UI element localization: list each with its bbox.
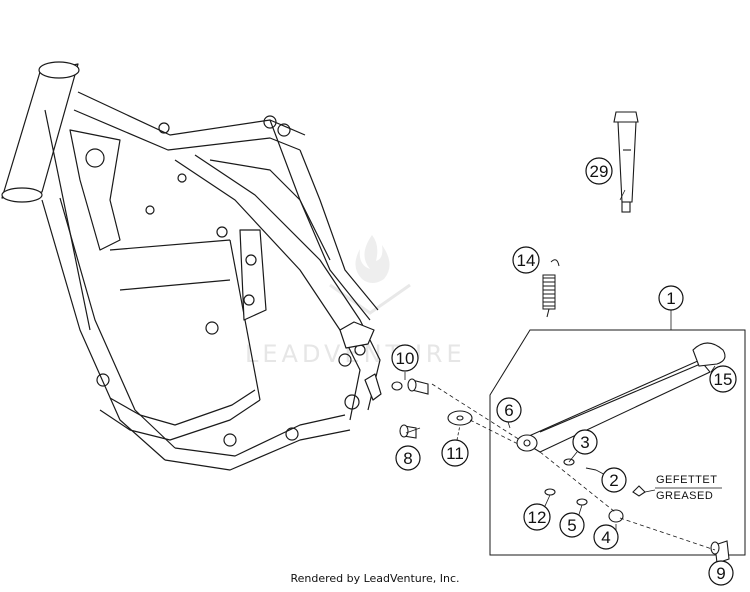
- callout-29: 29: [585, 157, 613, 185]
- note-line-1: GEFETTET: [656, 474, 717, 486]
- callout-5: 5: [559, 512, 585, 538]
- callout-label: 3: [580, 433, 589, 452]
- grease-note: GEFETTET GREASED: [655, 474, 722, 502]
- callout-label: 29: [590, 162, 609, 181]
- callout-label: 8: [403, 449, 412, 468]
- callout-11: 11: [441, 439, 469, 467]
- callout-label: 1: [666, 289, 675, 308]
- mount-parts: [391, 378, 473, 439]
- callout-label: 2: [609, 471, 618, 490]
- callout-1: 1: [658, 285, 684, 311]
- callout-8: 8: [395, 445, 421, 471]
- callout-label: 11: [446, 444, 464, 463]
- callout-label: 4: [601, 528, 610, 547]
- footer-credit: Rendered by LeadVenture, Inc.: [290, 572, 459, 585]
- callout-4: 4: [593, 524, 619, 550]
- spring-part: [542, 259, 560, 318]
- tool-part: [613, 111, 639, 213]
- callout-label: 14: [517, 251, 536, 270]
- frame: [1, 61, 382, 471]
- watermark-logo: [329, 235, 411, 315]
- side-stand: [516, 342, 730, 564]
- callout-2: 2: [601, 467, 627, 493]
- callout-3: 3: [572, 429, 598, 455]
- callout-label: 5: [567, 516, 576, 535]
- note-line-2: GREASED: [656, 490, 713, 502]
- callout-label: 9: [716, 564, 725, 583]
- callout-label: 15: [714, 370, 733, 389]
- callout-14: 14: [512, 246, 540, 274]
- callout-6: 6: [496, 397, 522, 423]
- callout-9: 9: [708, 560, 734, 586]
- callout-15: 15: [709, 365, 737, 393]
- detail-box: [489, 329, 746, 556]
- callout-12: 12: [523, 503, 551, 531]
- callout-10: 10: [391, 344, 419, 372]
- callout-label: 12: [528, 508, 547, 527]
- callout-label: 6: [504, 401, 513, 420]
- callout-label: 10: [396, 349, 415, 368]
